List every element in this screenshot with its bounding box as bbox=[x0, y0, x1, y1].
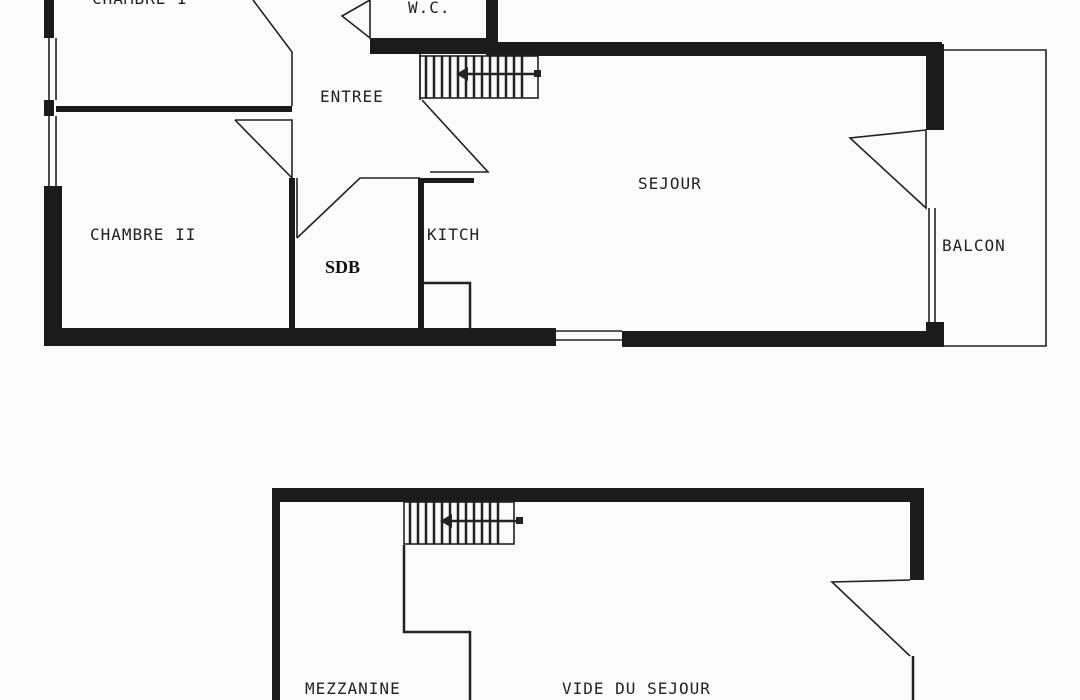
wall-wc-right bbox=[486, 0, 498, 54]
room-label-chambre-i: CHAMBRE I bbox=[92, 0, 188, 8]
upper-wall-right bbox=[910, 488, 924, 580]
door-kitch bbox=[421, 99, 490, 173]
wall-left-upper bbox=[44, 0, 54, 38]
upper-stair-arrow-head bbox=[440, 514, 452, 528]
kitch-cabinet bbox=[424, 281, 472, 330]
wall-sdb-kitch bbox=[418, 180, 424, 330]
wall-kitch-top bbox=[418, 178, 474, 183]
door-chambre-i bbox=[252, 0, 293, 106]
wall-bottom-left bbox=[44, 328, 556, 346]
upper-wall-left bbox=[272, 488, 280, 700]
door-sdb bbox=[296, 177, 420, 239]
upper-floor-plan: MEZZANINE VIDE DU SEJOUR bbox=[272, 488, 924, 700]
upper-staircase bbox=[403, 501, 523, 545]
wall-left-lower bbox=[44, 186, 62, 346]
wall-chambres bbox=[56, 106, 292, 112]
stair-frame bbox=[419, 55, 539, 99]
room-label-balcon: BALCON bbox=[942, 236, 1006, 255]
wall-right-lower bbox=[926, 322, 944, 347]
room-label-wc: W.C. bbox=[408, 0, 451, 17]
stair-arrow-end bbox=[534, 70, 541, 77]
door-wc bbox=[340, 0, 371, 40]
room-label-mezzanine: MEZZANINE bbox=[305, 679, 401, 698]
balcony-outline bbox=[944, 49, 1047, 347]
stair-arrow-head bbox=[456, 67, 468, 81]
ground-floor-plan: CHAMBRE I W.C. ENTREE SEJOUR CHAMBRE II … bbox=[44, 0, 1047, 347]
wall-wc-bottom bbox=[370, 38, 498, 54]
door-balcon bbox=[848, 129, 927, 210]
upper-door-vide bbox=[830, 579, 911, 657]
room-label-sejour: SEJOUR bbox=[638, 174, 702, 193]
wall-left-mid bbox=[44, 100, 54, 116]
room-label-sdb: SDB bbox=[325, 257, 360, 277]
mezzanine-partition bbox=[402, 545, 472, 700]
wall-top-sejour bbox=[486, 42, 942, 56]
door-chambre-ii-arc bbox=[234, 119, 293, 179]
wall-chambre-sdb bbox=[289, 178, 295, 330]
room-label-chambre-ii: CHAMBRE II bbox=[90, 225, 196, 244]
room-label-entree: ENTREE bbox=[320, 87, 384, 106]
door-chambre-ii bbox=[235, 119, 293, 178]
room-label-kitch: KITCH bbox=[427, 225, 480, 244]
upper-wall-top bbox=[272, 488, 924, 502]
room-label-vide-du-sejour: VIDE DU SEJOUR bbox=[562, 679, 711, 698]
wall-bottom-right bbox=[622, 331, 944, 347]
staircase bbox=[419, 55, 541, 99]
upper-stair-arrow-end bbox=[516, 517, 523, 524]
wall-right-upper bbox=[926, 44, 944, 130]
